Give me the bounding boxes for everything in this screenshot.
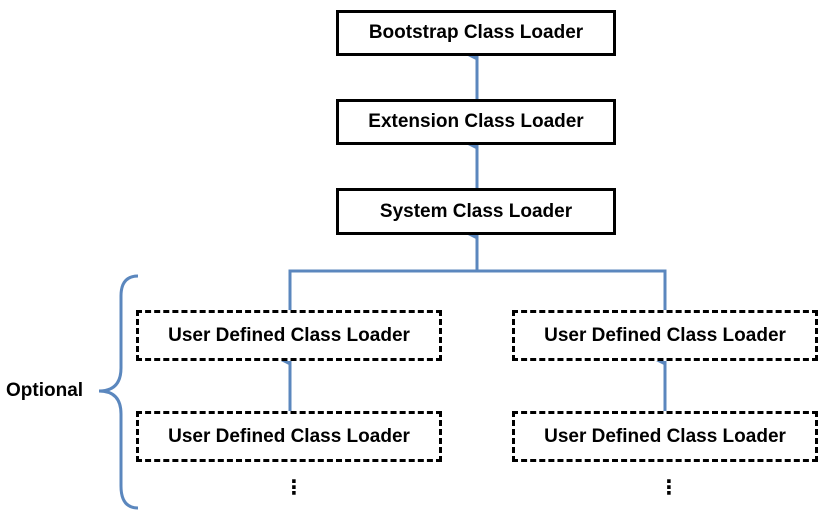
- user-defined-class-loader-node: User Defined Class Loader: [136, 310, 442, 361]
- user-defined-class-loader-node: User Defined Class Loader: [512, 411, 818, 462]
- continuation-ellipsis-right: ⋮: [659, 477, 679, 499]
- connector-user-branches: [288, 269, 667, 310]
- bootstrap-class-loader-node: Bootstrap Class Loader: [336, 10, 616, 56]
- continuation-ellipsis-left: ⋮: [284, 477, 304, 499]
- extension-class-loader-node: Extension Class Loader: [336, 99, 616, 145]
- user-defined-class-loader-node: User Defined Class Loader: [136, 411, 442, 462]
- optional-brace: [98, 274, 139, 510]
- user-defined-class-loader-node: User Defined Class Loader: [512, 310, 818, 361]
- system-class-loader-node: System Class Loader: [336, 188, 616, 235]
- optional-label: Optional: [6, 380, 84, 401]
